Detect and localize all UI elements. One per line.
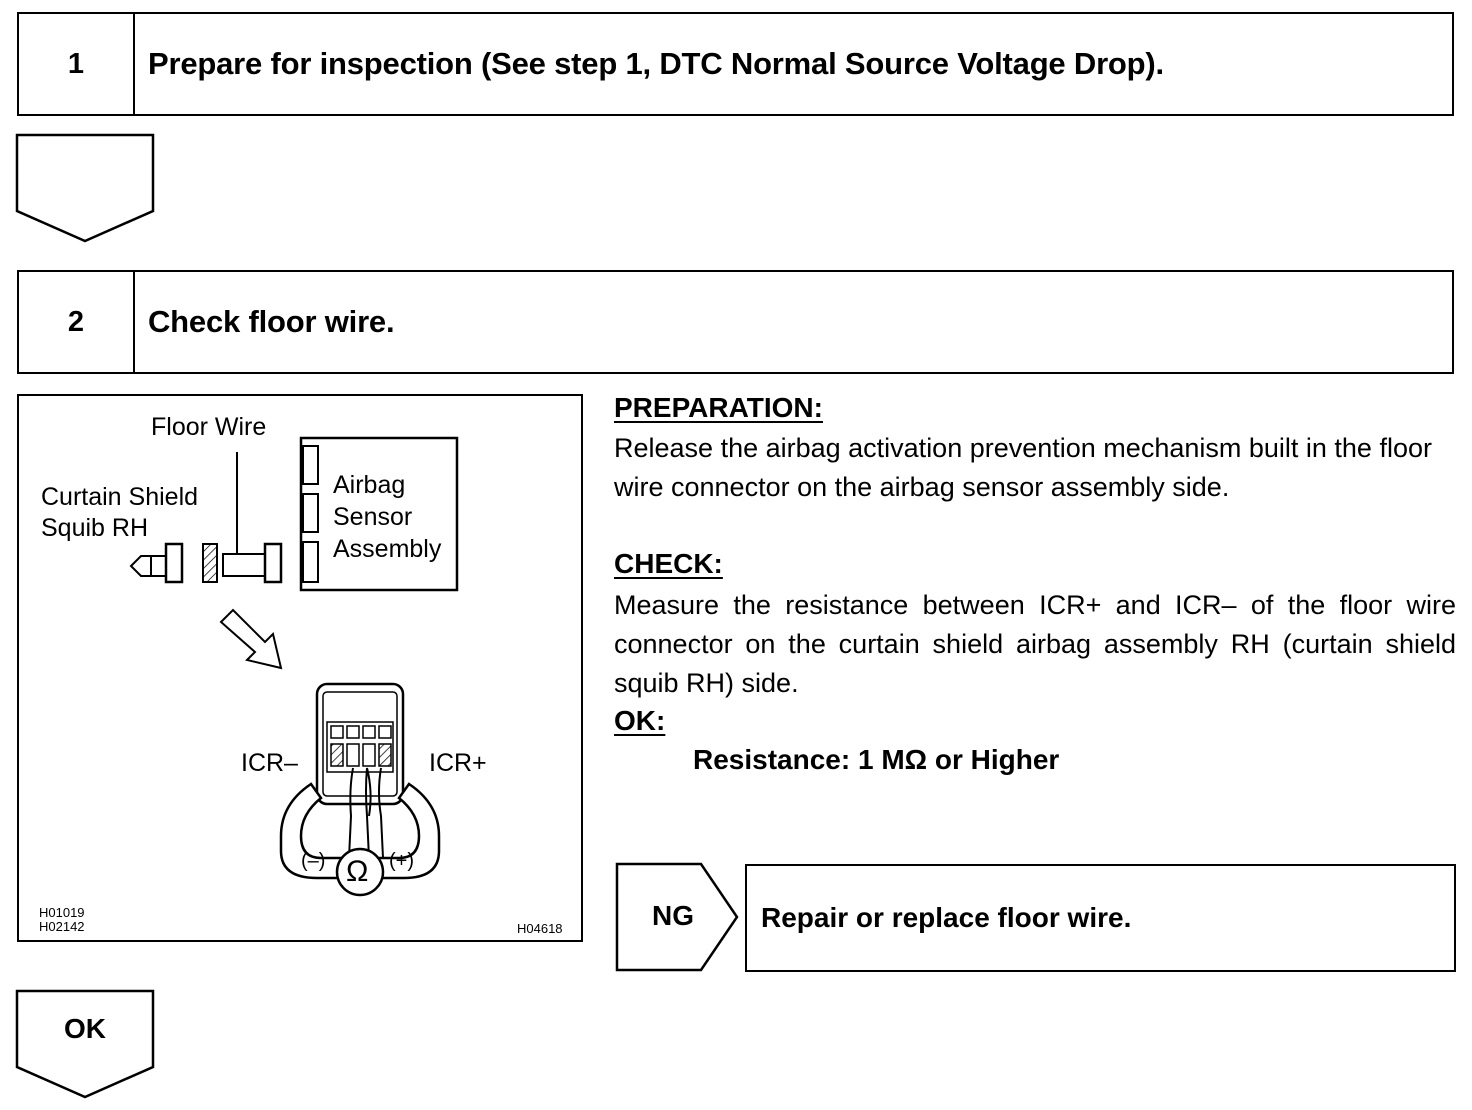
label-curtain-shield: Curtain Shield: [41, 483, 199, 511]
step-1-header: 1 Prepare for inspection (See step 1, DT…: [17, 12, 1454, 116]
step-title: Prepare for inspection (See step 1, DTC …: [148, 46, 1164, 81]
label-airbag: Airbag: [333, 471, 406, 499]
ng-arrow: [615, 862, 739, 972]
label-icr-plus: ICR+: [429, 749, 487, 777]
flow-arrow-down: [15, 133, 155, 243]
label-meter-plus: (+): [389, 850, 414, 872]
preparation-title: PREPARATION:: [614, 392, 823, 423]
ng-label: NG: [652, 900, 694, 931]
ok-title: OK:: [614, 705, 666, 736]
ok-spec: Resistance: 1 MΩ or Higher: [693, 744, 1060, 775]
ok-arrow: [15, 989, 155, 1099]
label-meter-minus: (–): [301, 850, 326, 872]
check-title: CHECK:: [614, 548, 723, 579]
connector-diagram: Floor Wire Curtain Shield Squib RH Airba…: [17, 394, 583, 942]
label-squib-rh: Squib RH: [41, 514, 148, 542]
label-icr-minus: ICR–: [241, 749, 298, 777]
label-sensor: Sensor: [333, 503, 413, 531]
step-title: Check floor wire.: [148, 304, 395, 339]
ohm-symbol: Ω: [346, 855, 369, 888]
check-text: Measure the resistance between ICR+ and …: [614, 590, 1456, 698]
figure-code: H04618: [517, 921, 563, 936]
step-number: 2: [19, 272, 135, 372]
ok-label: OK: [64, 1013, 106, 1044]
figure-code: H02142: [39, 919, 85, 934]
label-floor-wire: Floor Wire: [151, 413, 267, 441]
label-assembly: Assembly: [333, 535, 442, 563]
preparation-text: Release the airbag activation prevention…: [614, 433, 1432, 502]
figure-code: H01019: [39, 905, 85, 920]
ng-action-box: Repair or replace floor wire.: [745, 864, 1456, 972]
step-2-header: 2 Check floor wire.: [17, 270, 1454, 374]
connector-illustration: [129, 436, 459, 897]
step-number: 1: [19, 14, 135, 114]
